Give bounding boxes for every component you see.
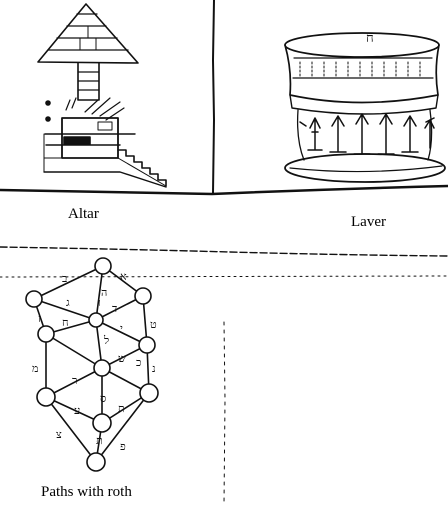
tree-letter: מ — [32, 362, 39, 375]
tree-letter: ת — [96, 434, 103, 447]
tree-letter: ר — [72, 374, 77, 387]
tree-letter: ד — [112, 302, 117, 315]
altar-drawing — [37, 3, 167, 188]
laver-drawing — [284, 32, 446, 183]
altar-caption: Altar — [68, 206, 99, 222]
tree-letter: ב — [62, 272, 67, 285]
tree-letter: ס — [100, 392, 106, 405]
laver-letter: ח — [366, 31, 374, 46]
tree-letter: ת — [118, 402, 125, 415]
tree-letter: ו — [98, 296, 101, 309]
tree-letter: ז — [38, 312, 41, 325]
laver-oxen — [299, 113, 435, 155]
laver-caption: Laver — [351, 214, 386, 230]
paths-caption: Paths with roth — [41, 484, 132, 500]
tree-letter: פ — [120, 440, 126, 453]
tree-letters: ב א ה ג ד ו ח ז ט י ל ש כ מ ר ע נ פ צ ת … — [32, 270, 157, 453]
tree-letter: ח — [62, 316, 69, 329]
tree-letter: ה — [101, 286, 107, 299]
tree-letter: צ — [56, 428, 62, 441]
tree-letter: ל — [103, 334, 109, 347]
tree-letter: ג — [66, 296, 70, 309]
tree-letter: א — [120, 270, 127, 283]
tree-letter: ש — [118, 352, 126, 365]
tree-letter: י — [120, 322, 123, 335]
tree-letter: נ — [152, 362, 156, 375]
tree-letter: כ — [136, 356, 141, 369]
tree-letter: ט — [150, 318, 157, 331]
tree-of-paths — [25, 257, 159, 472]
tree-letter: ע — [74, 404, 80, 417]
